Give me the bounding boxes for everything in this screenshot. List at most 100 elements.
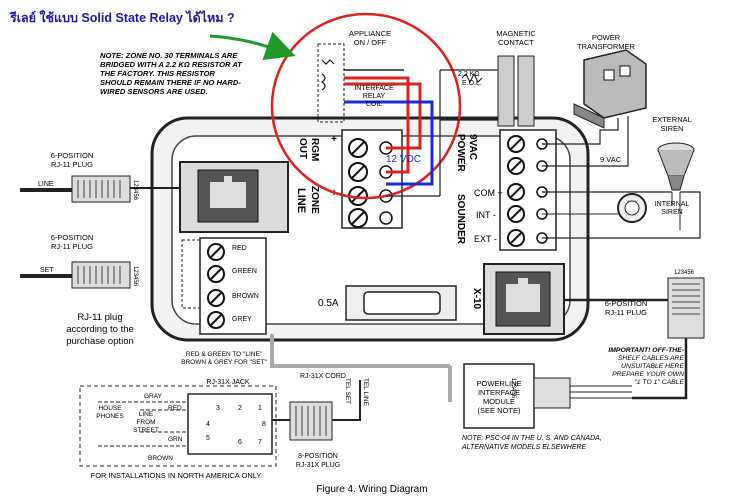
rj11-top-2: RJ-11 PLUG xyxy=(51,160,93,169)
transformer-wires xyxy=(542,116,629,167)
rj11-plug-right-pins xyxy=(672,283,700,315)
siren-base xyxy=(667,175,685,191)
term-red: RED xyxy=(232,245,247,252)
zone-label: ZONE xyxy=(309,186,320,214)
important-1: IMPORTANT! OFF-THE- xyxy=(608,347,684,354)
siren-wires xyxy=(671,192,681,230)
transformer-1: POWER xyxy=(592,33,621,42)
rj31x-jack-label: RJ-31X JACK xyxy=(206,379,250,386)
fuse xyxy=(363,291,441,315)
relay-2: RELAY xyxy=(363,93,386,100)
svg-text:3: 3 xyxy=(216,405,220,412)
note-line-5: WIRED SENSORS ARE USED. xyxy=(100,87,208,96)
internal-siren-cone xyxy=(624,200,640,216)
wire-gray: GRAY xyxy=(144,393,163,400)
powerline-wires xyxy=(570,385,632,399)
rj31x-plug-1: 8-POSITION xyxy=(298,453,338,460)
line-jack-opening xyxy=(210,176,246,208)
term-brown: BROWN xyxy=(232,293,259,300)
int-siren-2: SIREN xyxy=(661,209,682,216)
svg-text:6: 6 xyxy=(238,439,242,446)
rj31x-plug-2: RJ-31X PLUG xyxy=(296,462,340,469)
transformer-body xyxy=(583,49,647,119)
street-1: LINE xyxy=(139,411,154,418)
svg-text:5: 5 xyxy=(206,435,210,442)
rj11-option-1: RJ-11 plug xyxy=(77,312,122,323)
svg-text:4: 4 xyxy=(206,421,210,428)
line-jack-label: LINE xyxy=(295,188,307,213)
sounder-label: SOUNDER xyxy=(455,194,466,245)
int-label: INT - xyxy=(476,210,496,220)
vdc-label: 12 VDC xyxy=(386,154,421,165)
module-3: MODULE xyxy=(483,397,515,406)
relay-1: INTERFACE xyxy=(354,85,394,92)
relay-box xyxy=(317,43,345,123)
note-line-1: NOTE: ZONE NO. 30 TERMINALS ARE xyxy=(100,51,238,60)
rj11-right-1: 6-POSITION xyxy=(605,299,648,308)
rgm-label-2: OUT xyxy=(297,138,308,159)
siren-horn xyxy=(657,149,695,177)
street-2: FROM xyxy=(136,419,155,426)
rgm-label-1: RGM xyxy=(309,138,320,161)
rj11-plug-mid xyxy=(20,261,131,289)
magnetic-1: MAGNETIC xyxy=(496,29,536,38)
rj31x-plug xyxy=(289,401,333,441)
module-1: POWERLINE xyxy=(476,379,521,388)
power-label-1: 9VAC xyxy=(467,134,478,160)
sounder-wires xyxy=(542,191,701,239)
relay-coil-symbol xyxy=(320,59,335,91)
powerline-port xyxy=(533,377,571,409)
x10-label: X-10 xyxy=(471,288,482,310)
eol-resistor xyxy=(461,72,483,84)
zone-note: NOTE: ZONE NO. 30 TERMINALS ARE BRIDGED … xyxy=(100,51,243,96)
vac-label: 9 VAC xyxy=(600,155,622,164)
house-phones-1: HOUSE xyxy=(98,405,122,412)
tel-set-label: TEL SET xyxy=(344,378,351,404)
note-line-3: THE FACTORY. THIS RESISTOR xyxy=(100,69,215,78)
pin-numbers-module: 123456 xyxy=(510,378,516,399)
rj31x-cord xyxy=(270,334,452,402)
jack-numbers: 3 2 1 4 8 5 6 7 xyxy=(206,405,266,446)
street-3: STREET xyxy=(133,427,159,434)
note-line-2: BRIDGED WITH A 2.2 KΩ RESISTOR AT xyxy=(100,60,243,69)
rj11-plug-top xyxy=(20,175,180,203)
pin-numbers-right: 123456 xyxy=(674,270,695,276)
red-wire-2 xyxy=(344,82,422,150)
green-arrow xyxy=(209,31,296,61)
power-label-2: POWER xyxy=(455,134,466,173)
color-note-1: RED & GREEN TO "LINE" xyxy=(186,351,263,358)
wire-red: RED xyxy=(168,405,182,412)
wire-brown: BROWN xyxy=(148,455,173,462)
rj11-top-1: 6-POSITION xyxy=(51,151,94,160)
ext-siren-2: SIREN xyxy=(661,124,684,133)
magnetic-contact-a xyxy=(497,55,515,127)
important-3: UNSUITABLE HERE xyxy=(621,363,684,370)
rj11-option-3: purchase option xyxy=(66,336,134,347)
set-cord-label: SET xyxy=(40,267,54,274)
com-label: COM + xyxy=(474,188,503,198)
highlight-circle xyxy=(270,12,462,200)
eol-1: 2.2 KΩ xyxy=(458,71,480,78)
house-phones-2: PHONES xyxy=(96,413,124,420)
transformer-pin-2 xyxy=(619,65,631,77)
powerline-module xyxy=(463,363,535,429)
line-cord-label: LINE xyxy=(38,181,54,188)
question-thai: รีเลย์ ใช้แบบ Solid State Relay ได้ไหม ? xyxy=(9,10,235,25)
fuse-label: 0.5A xyxy=(318,298,339,309)
blue-wire xyxy=(344,100,434,186)
appliance-2: ON / OFF xyxy=(354,38,387,47)
magnetic-2: CONTACT xyxy=(498,38,534,47)
north-america-box xyxy=(79,385,277,467)
rj31x-jack xyxy=(187,393,273,455)
note-line-4: SHOULD REMAIN THERE IF NO HARD- xyxy=(100,78,241,87)
tel-line-label: TEL LINE xyxy=(362,378,369,407)
relay-3: COIL xyxy=(366,101,382,108)
rj31x-plug-pins xyxy=(295,406,327,436)
important-4: PREPARE YOUR OWN xyxy=(612,371,684,378)
psc-note-1: NOTE: PSC-04 IN THE U. S. AND CANADA, xyxy=(462,435,602,442)
x10-cable xyxy=(564,298,688,400)
term-grey: GREY xyxy=(232,316,252,323)
figure-caption: Figure 4. Wiring Diagram xyxy=(316,484,427,495)
